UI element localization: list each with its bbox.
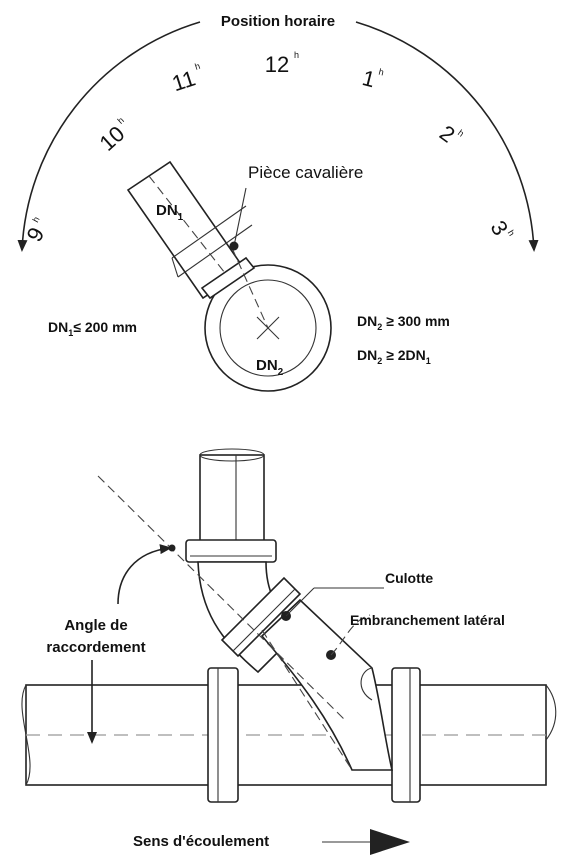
angle-arc <box>117 544 172 605</box>
hour-label-11: 11 h <box>169 61 201 96</box>
svg-text:11: 11 <box>169 65 198 96</box>
saddle-dot <box>229 241 239 251</box>
svg-text:9: 9 <box>21 223 49 246</box>
svg-text:h: h <box>378 67 385 78</box>
branch-pipe-label: DN1 <box>156 202 184 223</box>
hour-label-3: 3 h <box>486 216 517 240</box>
right-condition-2: DN2 ≥ 2DN1 <box>357 347 431 366</box>
angle-label-line2: raccordement <box>46 639 145 656</box>
clock-title: Position horaire <box>221 13 335 30</box>
svg-text:h: h <box>456 128 466 139</box>
svg-text:h: h <box>294 50 299 60</box>
flow-arrow-head <box>370 829 410 855</box>
svg-text:h: h <box>506 228 517 238</box>
svg-text:12: 12 <box>265 52 289 77</box>
left-condition: DN1≤ 200 mm <box>48 319 137 338</box>
svg-text:h: h <box>30 215 41 224</box>
top-diagram: Position horaire 9 h 10 h 11 h 12 h 1 h … <box>17 13 539 392</box>
svg-text:h: h <box>116 115 126 126</box>
angle-label-line1: Angle de <box>64 617 127 634</box>
hour-label-1: 1 h <box>360 65 385 92</box>
angle-guide-line <box>97 475 346 721</box>
svg-text:h: h <box>193 61 201 72</box>
main-pipe-label: DN2 <box>256 357 284 378</box>
right-flange <box>391 667 421 803</box>
hour-label-10: 10 h <box>95 115 130 156</box>
svg-text:2: 2 <box>435 120 460 147</box>
svg-text:1: 1 <box>360 65 378 92</box>
left-flange <box>207 667 239 803</box>
hour-label-9: 9 h <box>21 215 49 246</box>
saddle-leader <box>233 187 247 247</box>
bottom-diagram: Culotte Embranchement latéral Angle de r… <box>21 448 557 855</box>
saddle-piece <box>200 247 269 329</box>
main-pipe <box>21 684 557 786</box>
hour-label-2: 2 h <box>435 120 466 147</box>
lateral-label: Embranchement latéral <box>350 612 505 628</box>
hour-label-12: 12 h <box>265 50 299 77</box>
main-pipe-inner-circle <box>219 279 317 377</box>
culotte-fitting <box>220 576 394 771</box>
flow-label: Sens d'écoulement <box>133 833 269 850</box>
clock-arc-left <box>17 21 201 252</box>
right-condition-1: DN2 ≥ 300 mm <box>357 313 450 332</box>
saddle-label: Pièce cavalière <box>248 163 363 182</box>
culotte-label: Culotte <box>385 570 433 586</box>
svg-text:10: 10 <box>95 121 130 156</box>
clock-arc-right <box>355 21 539 252</box>
